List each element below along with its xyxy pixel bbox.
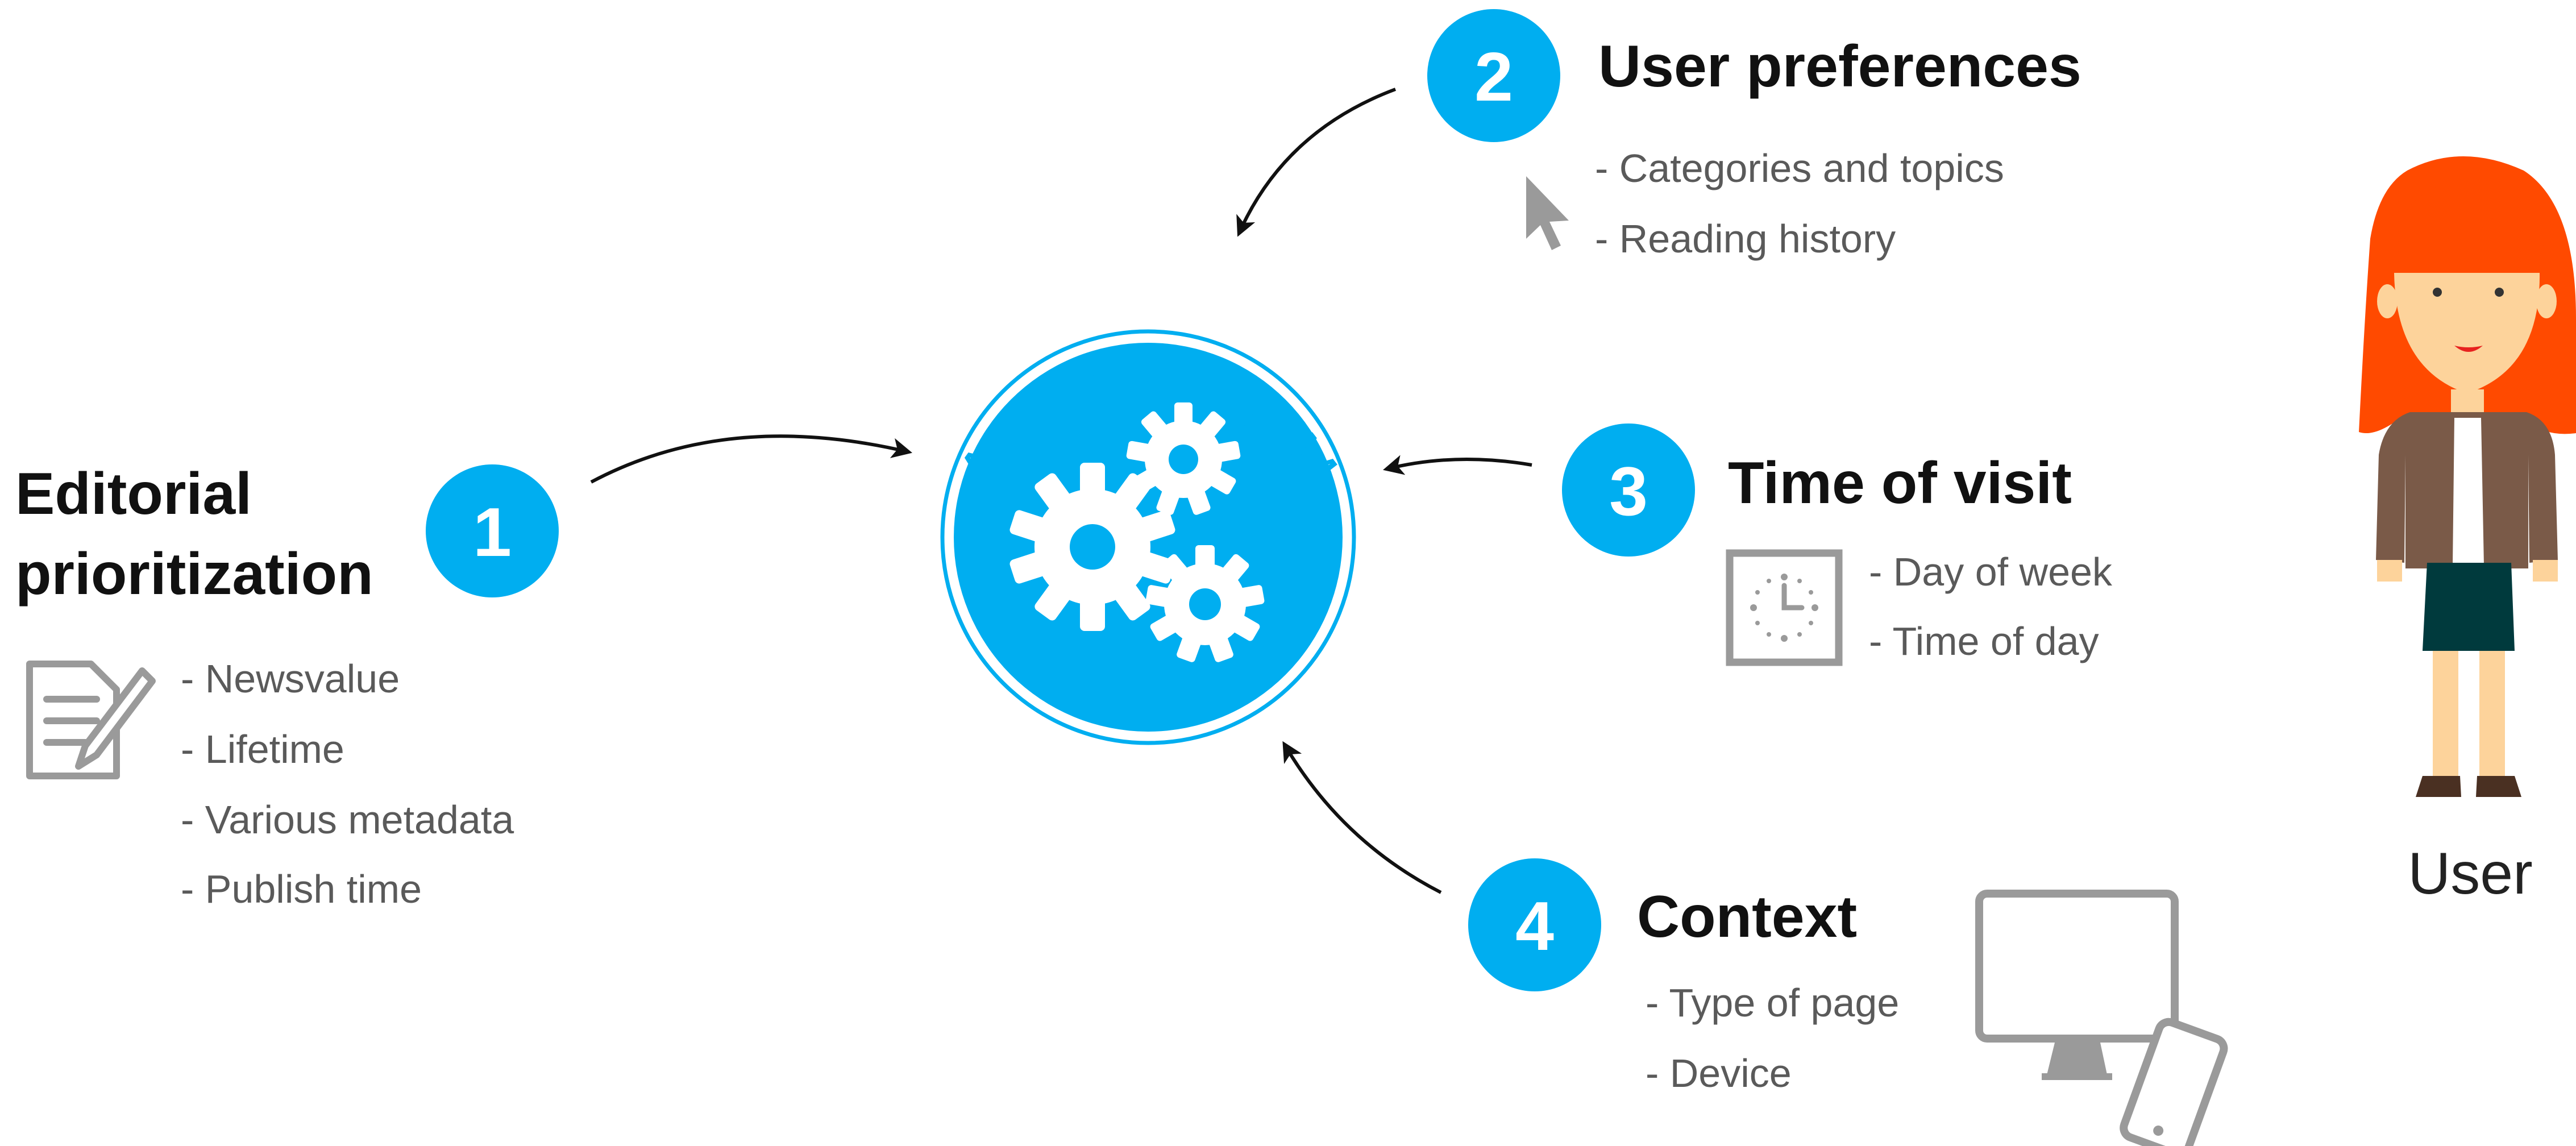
arrow-from-user-preferences xyxy=(1236,88,1397,237)
factor-4-title: Context xyxy=(1637,884,1857,950)
factor-2-number: 2 xyxy=(1474,38,1513,115)
skirt xyxy=(2423,563,2515,651)
factor-1-item: - Publish time xyxy=(181,867,422,911)
factor-user-preferences: 2 User preferences - Categories and topi… xyxy=(1427,9,2081,261)
factor-3-item: - Day of week xyxy=(1869,550,2113,594)
factor-3-badge xyxy=(1562,423,1695,557)
factor-2-item: - Reading history xyxy=(1595,217,1896,261)
gear-bottom xyxy=(1145,545,1265,662)
arrow-from-editorial xyxy=(590,434,913,484)
factor-context: 4 Context - Type of page - Device xyxy=(1468,858,2228,1146)
factor-1-item: - Lifetime xyxy=(181,727,344,771)
factor-4-badge xyxy=(1468,858,1601,991)
arrow-from-context xyxy=(1282,741,1442,894)
factor-1-title-line2: prioritization xyxy=(15,541,373,607)
factor-1-item: - Various metadata xyxy=(181,798,514,842)
bangs xyxy=(2390,179,2546,267)
factor-2-title: User preferences xyxy=(1598,34,2081,99)
algorithm-hub: ALGORITHM xyxy=(940,329,1356,745)
factor-1-title-line1: Editorial xyxy=(15,461,252,527)
woman-user-icon xyxy=(2359,156,2576,797)
gear-top xyxy=(1126,402,1241,515)
factor-2-item: - Categories and topics xyxy=(1595,146,2004,190)
factor-1-item: - Newsvalue xyxy=(181,657,400,701)
factor-3-item: - Time of day xyxy=(1869,619,2099,663)
shirt xyxy=(2453,418,2484,566)
gears-icon xyxy=(1009,402,1265,662)
factor-3-number: 3 xyxy=(1609,452,1648,530)
arrows xyxy=(590,88,1532,894)
factor-editorial: 1 Editorial prioritization - Newsvalue -… xyxy=(15,461,559,911)
algorithm-outer-ring xyxy=(940,329,1356,745)
cursor-pointer-icon xyxy=(1526,176,1569,250)
factor-4-number: 4 xyxy=(1515,887,1554,965)
face xyxy=(2394,273,2540,393)
factor-4-item: - Type of page xyxy=(1646,981,1899,1025)
factor-3-title: Time of visit xyxy=(1728,450,2072,516)
factor-4-item: - Device xyxy=(1646,1051,1792,1095)
document-edit-icon xyxy=(26,661,156,779)
clock-icon xyxy=(1726,549,1843,666)
monitor-phone-icon xyxy=(1975,890,2228,1146)
user-label: User xyxy=(2408,841,2533,907)
gear-large xyxy=(1009,463,1175,631)
factor-time-of-visit: 3 Time of visit - Day of week - Time of … xyxy=(1562,423,2113,666)
factor-1-number: 1 xyxy=(473,493,512,571)
factor-2-badge xyxy=(1427,9,1560,142)
factor-1-badge xyxy=(426,464,559,597)
arrow-from-time-of-visit xyxy=(1383,455,1532,475)
